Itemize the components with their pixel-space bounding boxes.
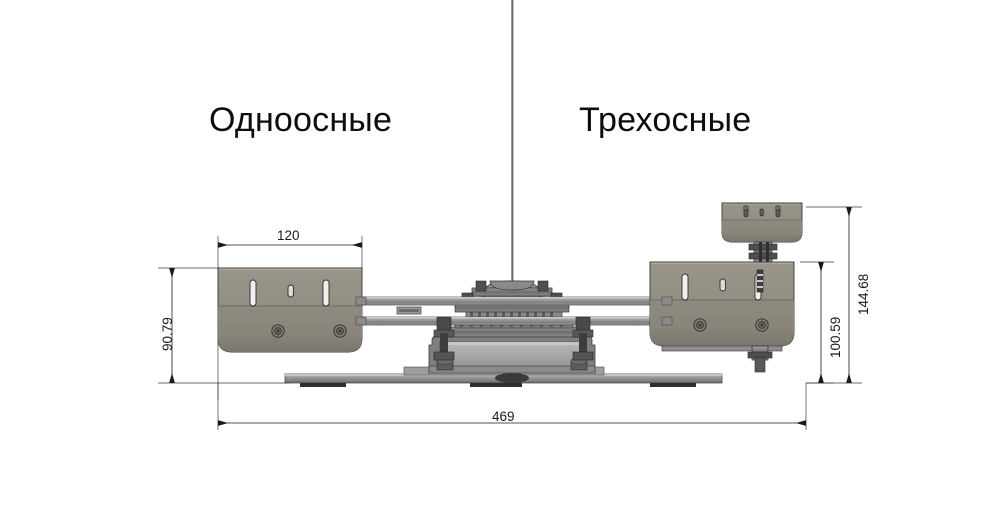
bolt-hole	[271, 324, 285, 338]
right-rail-stub	[661, 296, 673, 326]
fastener	[759, 208, 764, 217]
left-rail-stub	[355, 296, 367, 326]
fastener	[743, 205, 749, 218]
rail-clamp-left	[433, 316, 455, 361]
heading-triaxial: Трехосные	[579, 101, 752, 139]
dimension-label-overall-width: 469	[492, 409, 515, 424]
right-upper-bracket	[721, 202, 803, 243]
fastener	[775, 205, 781, 218]
bolt-cluster-left	[475, 280, 549, 292]
rotary-stage-stack	[445, 280, 582, 338]
vertical-post	[747, 241, 778, 373]
rail-clamp-right	[572, 316, 594, 361]
dimension-label-right-inner-height: 100.59	[828, 316, 843, 358]
right-bracket	[649, 261, 795, 352]
dimension-label-right-outer-height: 144.68	[856, 273, 871, 315]
rail-upper	[355, 296, 673, 306]
heading-uniaxial: Одноосные	[209, 101, 393, 139]
dimension-90-79	[158, 267, 290, 384]
central-housing	[428, 335, 596, 383]
left-bracket	[217, 267, 363, 353]
bolt-hole	[333, 324, 347, 338]
dimension-label-left-height: 90.79	[160, 317, 175, 351]
suspension-rod	[511, 0, 514, 292]
bolt-hole	[693, 318, 707, 332]
dimension-100-59	[800, 261, 834, 384]
bolt-hole	[755, 318, 769, 332]
dimension-label-bracket-width: 120	[277, 228, 300, 243]
dimension-469	[217, 383, 807, 430]
rail-lower	[355, 316, 673, 326]
rail-marker-tag	[396, 306, 422, 315]
